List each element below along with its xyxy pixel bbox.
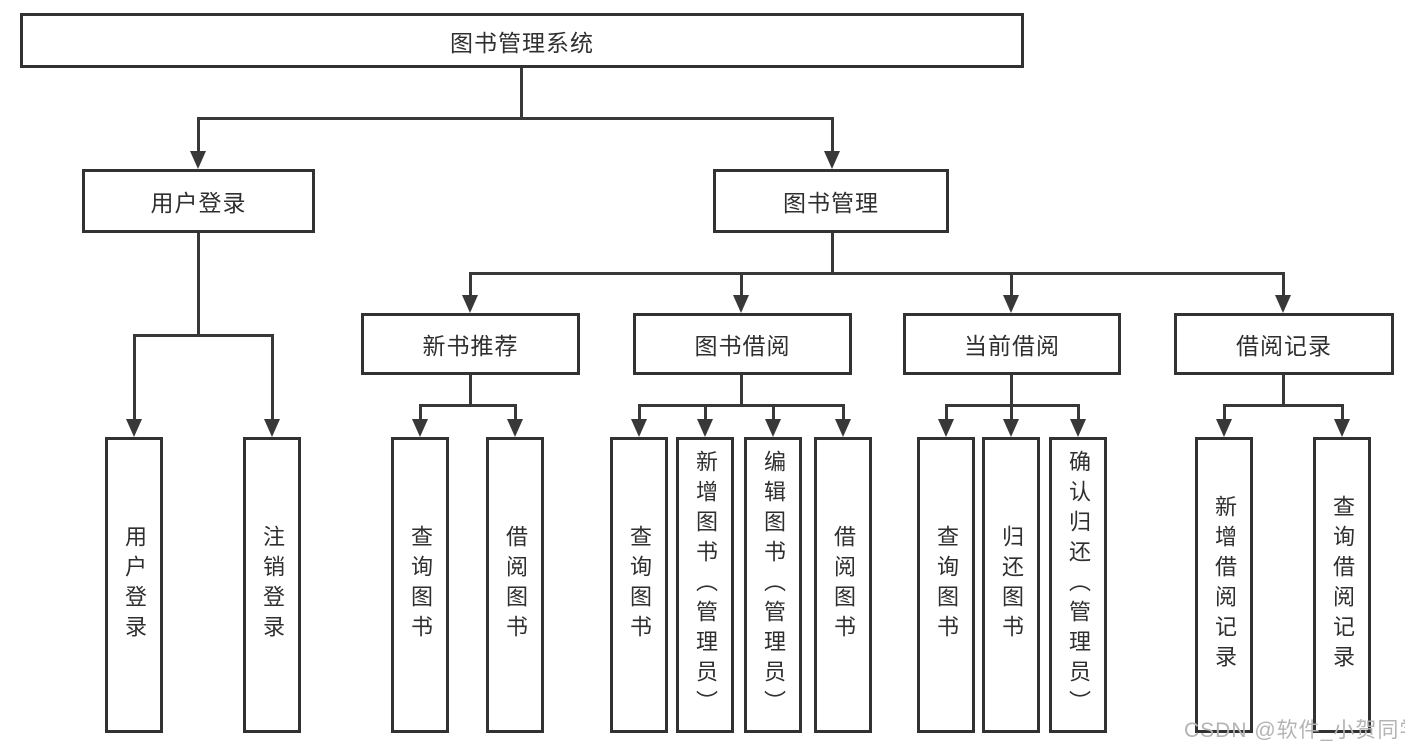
arrow-down-icon bbox=[462, 295, 478, 313]
arrow-down-icon bbox=[126, 419, 142, 437]
connector-line bbox=[638, 404, 845, 407]
arrow-down-icon bbox=[765, 419, 781, 437]
connector-line bbox=[1341, 404, 1344, 423]
arrow-down-icon bbox=[264, 419, 280, 437]
node-root-label: 图书管理系统 bbox=[450, 29, 594, 56]
leaf-logout: 注销登录 bbox=[243, 437, 301, 733]
node-new-book-recommend: 新书推荐 bbox=[361, 313, 580, 375]
connector-line bbox=[740, 272, 743, 299]
arrow-down-icon bbox=[631, 419, 647, 437]
node-root: 图书管理系统 bbox=[20, 13, 1024, 68]
leaf-user-login: 用户登录 bbox=[105, 437, 163, 733]
arrow-down-icon bbox=[835, 419, 851, 437]
arrow-down-icon bbox=[1070, 419, 1086, 437]
connector-line bbox=[520, 66, 523, 119]
leaf-add-borrow-record: 新增借阅记录 bbox=[1195, 437, 1253, 733]
connector-line bbox=[469, 373, 472, 407]
leaf-recommend-query-book-label: 查询图书 bbox=[408, 525, 433, 645]
connector-line bbox=[197, 231, 200, 337]
arrow-down-icon bbox=[1334, 419, 1350, 437]
node-current-borrow: 当前借阅 bbox=[903, 313, 1121, 375]
leaf-logout-label: 注销登录 bbox=[260, 525, 285, 645]
node-user-login-label: 用户登录 bbox=[150, 190, 247, 216]
node-user-login: 用户登录 bbox=[82, 169, 315, 233]
leaf-recommend-borrow-book: 借阅图书 bbox=[486, 437, 544, 733]
leaf-recommend-query-book: 查询图书 bbox=[391, 437, 449, 733]
connector-line bbox=[945, 404, 948, 423]
arrow-down-icon bbox=[1216, 419, 1232, 437]
arrow-down-icon bbox=[697, 419, 713, 437]
csdn-watermark: CSDN @软件_小贺同学 bbox=[1184, 719, 1405, 742]
connector-line bbox=[133, 334, 136, 423]
leaf-return-book-label: 归还图书 bbox=[999, 525, 1024, 645]
connector-line bbox=[831, 117, 834, 155]
leaf-borrow-query-book: 查询图书 bbox=[610, 437, 668, 733]
connector-line bbox=[1282, 272, 1285, 299]
node-current-borrow-label: 当前借阅 bbox=[964, 333, 1060, 359]
connector-line bbox=[419, 404, 517, 407]
connector-line bbox=[1010, 404, 1013, 423]
arrow-down-icon bbox=[1275, 295, 1291, 313]
node-book-management: 图书管理 bbox=[713, 169, 949, 233]
connector-line bbox=[831, 231, 834, 275]
arrow-down-icon bbox=[938, 419, 954, 437]
connector-line bbox=[1223, 404, 1344, 407]
node-book-borrow-label: 图书借阅 bbox=[694, 333, 791, 359]
node-borrow-records-label: 借阅记录 bbox=[1236, 333, 1332, 359]
arrow-down-icon bbox=[1003, 295, 1019, 313]
leaf-borrow-book: 借阅图书 bbox=[814, 437, 872, 733]
arrow-down-icon bbox=[507, 419, 523, 437]
leaf-current-query-book: 查询图书 bbox=[917, 437, 975, 733]
leaf-query-borrow-record: 查询借阅记录 bbox=[1313, 437, 1371, 733]
leaf-edit-book-admin: 编辑图书（管理员） bbox=[744, 437, 802, 733]
node-book-management-label: 图书管理 bbox=[783, 190, 879, 216]
connector-line bbox=[469, 272, 1285, 275]
node-borrow-records: 借阅记录 bbox=[1174, 313, 1394, 375]
connector-line bbox=[842, 404, 845, 423]
node-new-book-recommend-label: 新书推荐 bbox=[422, 333, 519, 359]
connector-line bbox=[1010, 373, 1013, 407]
connector-line bbox=[704, 404, 707, 423]
leaf-confirm-return-admin: 确认归还（管理员） bbox=[1049, 437, 1107, 733]
leaf-return-book: 归还图书 bbox=[982, 437, 1040, 733]
connector-line bbox=[740, 373, 743, 407]
connector-line bbox=[133, 334, 274, 337]
connector-line bbox=[514, 404, 517, 423]
arrow-down-icon bbox=[733, 295, 749, 313]
leaf-borrow-query-book-label: 查询图书 bbox=[627, 525, 652, 645]
leaf-add-borrow-record-label: 新增借阅记录 bbox=[1212, 495, 1237, 675]
connector-line bbox=[1282, 373, 1285, 407]
leaf-current-query-book-label: 查询图书 bbox=[934, 525, 959, 645]
leaf-user-login-label: 用户登录 bbox=[122, 525, 147, 645]
arrow-down-icon bbox=[824, 151, 840, 169]
node-book-borrow: 图书借阅 bbox=[633, 313, 852, 375]
connector-line bbox=[1010, 272, 1013, 299]
leaf-add-book-admin-label: 新增图书（管理员） bbox=[693, 450, 718, 720]
connector-line bbox=[638, 404, 641, 423]
leaf-query-borrow-record-label: 查询借阅记录 bbox=[1330, 495, 1355, 675]
connector-line bbox=[469, 272, 472, 299]
connector-line bbox=[772, 404, 775, 423]
connector-line bbox=[419, 404, 422, 423]
connector-line bbox=[271, 334, 274, 423]
connector-line bbox=[1223, 404, 1226, 423]
leaf-add-book-admin: 新增图书（管理员） bbox=[676, 437, 734, 733]
connector-line bbox=[197, 117, 834, 120]
arrow-down-icon bbox=[412, 419, 428, 437]
leaf-borrow-book-label: 借阅图书 bbox=[831, 525, 856, 645]
connector-line bbox=[197, 117, 200, 155]
leaf-confirm-return-admin-label: 确认归还（管理员） bbox=[1066, 450, 1091, 720]
arrow-down-icon bbox=[1003, 419, 1019, 437]
leaf-recommend-borrow-book-label: 借阅图书 bbox=[503, 525, 528, 645]
connector-line bbox=[1077, 404, 1080, 423]
leaf-edit-book-admin-label: 编辑图书（管理员） bbox=[761, 450, 786, 720]
arrow-down-icon bbox=[190, 151, 206, 169]
